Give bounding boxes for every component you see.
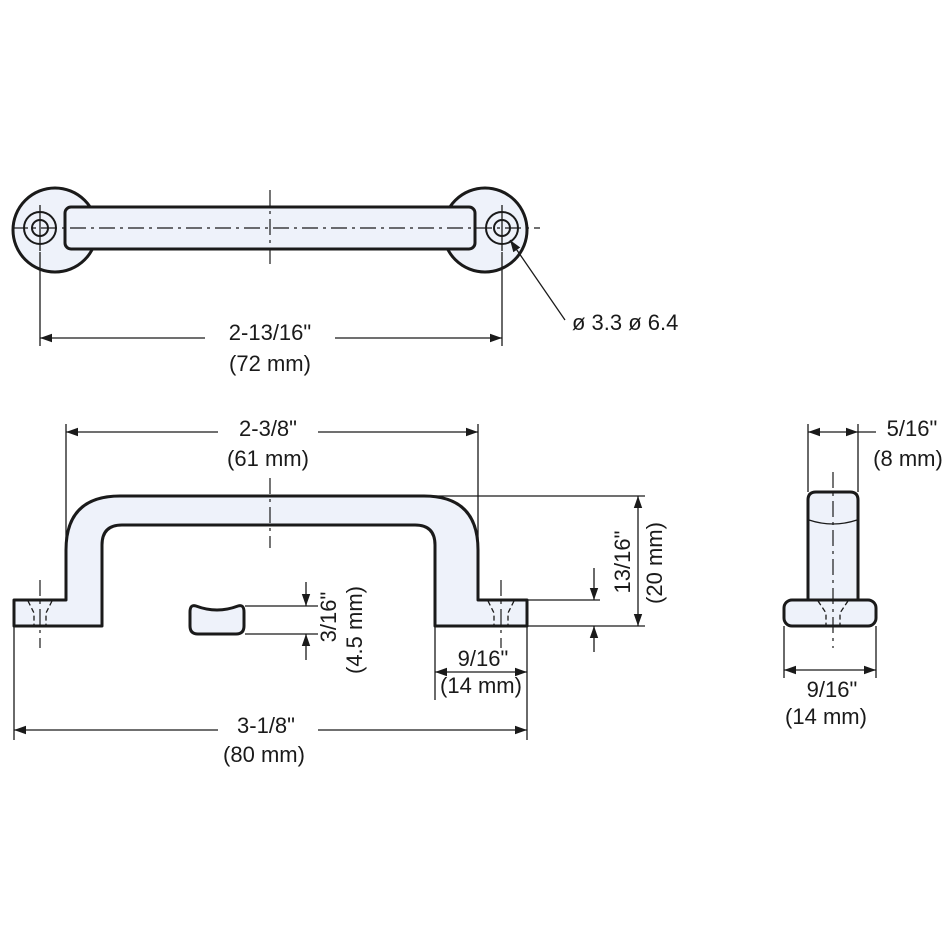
front-view: 3/16" (4.5 mm) 2-3/8" (61 mm) 13/16" (20…	[12, 414, 667, 767]
overall-label-background	[218, 712, 318, 738]
span-imperial-label: 2-3/8"	[239, 416, 297, 441]
height-metric-label: (20 mm)	[642, 522, 667, 604]
left-foot-counterbore	[27, 600, 53, 626]
section-imperial-label: 3/16"	[316, 592, 341, 643]
right-foot-counterbore	[487, 600, 515, 626]
side-base	[782, 598, 878, 628]
grip-cross-section	[188, 604, 246, 636]
side-base-imperial-label: 9/16"	[807, 677, 858, 702]
section-metric-label: (4.5 mm)	[342, 586, 367, 674]
pitch-label-background	[205, 318, 335, 344]
overall-imperial-label: 3-1/8"	[237, 713, 295, 738]
side-post	[806, 490, 860, 602]
side-view: 5/16" (8 mm) 9/16" (14 mm)	[782, 416, 943, 729]
height-imperial-label: 13/16"	[610, 531, 635, 594]
span-label-background	[218, 414, 318, 440]
side-width-metric-label: (8 mm)	[873, 446, 943, 471]
hole-diameter-label: ø 3.3 ø 6.4	[572, 310, 678, 335]
top-view: 2-13/16" (72 mm) ø 3.3 ø 6.4	[11, 186, 678, 376]
span-metric-label: (61 mm)	[227, 446, 309, 471]
side-width-imperial-label: 5/16"	[887, 416, 938, 441]
pitch-metric-label: (72 mm)	[229, 351, 311, 376]
side-counterbore	[817, 600, 849, 626]
foot-metric-label: (14 mm)	[440, 673, 522, 698]
hole-leader-line	[509, 239, 566, 321]
foot-imperial-label: 9/16"	[458, 646, 509, 671]
side-base-metric-label: (14 mm)	[785, 704, 867, 729]
pitch-imperial-label: 2-13/16"	[229, 320, 311, 345]
overall-metric-label: (80 mm)	[223, 742, 305, 767]
